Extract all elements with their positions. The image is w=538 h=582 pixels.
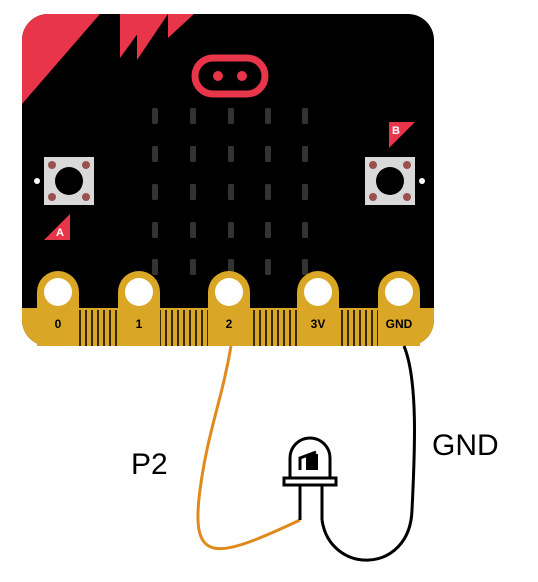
led-cell [152,259,158,275]
led-cell [302,108,308,124]
led-cell [228,184,234,200]
led-cell [228,222,234,238]
pin-hole [385,278,413,306]
led-cell [190,222,196,238]
led-cell [265,146,271,162]
button-a-label: A [56,227,64,239]
led-cell [190,259,196,275]
button-b-marker: B [389,122,415,148]
pin-label: 2 [226,317,233,331]
signal-wire [196,345,301,551]
led-cell [302,222,308,238]
led-cell [228,259,234,275]
led-cell [190,184,196,200]
led-cell [152,222,158,238]
pin-label: 0 [55,317,62,331]
ground-wire [320,345,416,562]
led-cell [152,108,158,124]
led-cell [190,146,196,162]
pin-hole [125,278,153,306]
button-b-label: B [392,125,400,137]
led-cell [152,146,158,162]
pin-hole [44,278,72,306]
board-body [22,14,434,346]
microbit-logo-icon [191,54,269,98]
ground-wire-label: GND [432,429,499,462]
board-corner-decoration [22,14,194,104]
pin-3v[interactable]: 3V [297,271,339,346]
led-cell [302,259,308,275]
button-b[interactable] [365,157,425,205]
pin-hole [304,278,332,306]
led-cell [265,222,271,238]
led-icon [282,436,338,520]
pin-label: 1 [136,317,143,331]
microbit-board: A B 0 1 2 3V GND [22,14,434,346]
led-cell [152,184,158,200]
led-cell [265,108,271,124]
pin-0[interactable]: 0 [37,271,79,346]
pin-1[interactable]: 1 [118,271,160,346]
led-cell [265,184,271,200]
led-cell [190,108,196,124]
led-matrix [152,108,308,275]
led-cell [228,146,234,162]
button-a[interactable] [34,157,94,205]
pin-label: GND [386,317,413,331]
pin-label: 3V [311,317,326,331]
pins: 0 1 2 3V GND [37,271,420,346]
led-cell [302,184,308,200]
button-a-marker: A [44,214,70,240]
pin-gnd[interactable]: GND [378,271,420,346]
pin-2[interactable]: 2 [208,271,250,346]
signal-wire-label: P2 [131,448,168,481]
led-cell [302,146,308,162]
led-cell [228,108,234,124]
led-cell [265,259,271,275]
pin-hole [215,278,243,306]
